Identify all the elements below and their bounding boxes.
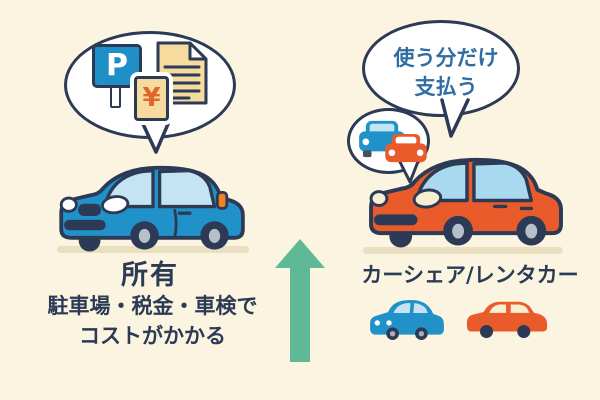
yen-price-card-icon: ¥ — [134, 76, 169, 121]
shared-cars-bubble-tail — [397, 158, 421, 184]
ownership-title: 所有 — [121, 260, 179, 291]
parking-sign-pole — [110, 85, 121, 108]
right-ground-line — [363, 247, 563, 254]
carshare-bubble-text: 使う分だけ 支払う — [366, 44, 526, 102]
left-ground-line — [57, 246, 249, 253]
carshare-bubble-tail — [440, 98, 470, 138]
ownership-caption-line2: コストがかかる — [79, 324, 226, 348]
orange-car — [369, 157, 563, 248]
blue-car — [59, 165, 245, 252]
blue-compact-car-icon — [370, 300, 444, 340]
ownership-caption-line1: 駐車場・税金・車検で — [47, 294, 258, 318]
up-arrow-icon — [275, 239, 325, 362]
carshare-bubble-line1: 使う分だけ — [393, 46, 499, 70]
ownership-bubble-tail — [141, 122, 170, 154]
orange-compact-car-icon — [466, 301, 548, 339]
carshare-title: カーシェア/レンタカー — [361, 263, 579, 287]
orange-car-front-icon — [385, 133, 427, 163]
carshare-bubble-line2: 支払う — [414, 75, 478, 99]
parking-sign-icon: P — [92, 44, 142, 88]
ownership-caption: 駐車場・税金・車検で コストがかかる — [0, 291, 305, 351]
